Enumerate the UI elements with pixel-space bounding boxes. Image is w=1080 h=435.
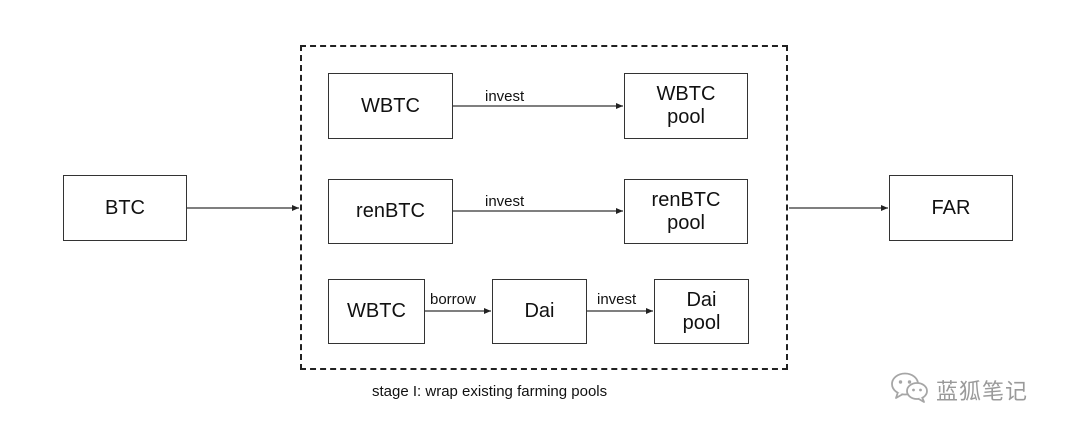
edge-label-borrow: borrow (430, 291, 476, 308)
wechat-icon (890, 370, 930, 409)
watermark: 蓝狐笔记 (890, 370, 1028, 409)
stage-group-container (300, 45, 788, 370)
node-btc: BTC (63, 175, 187, 241)
node-wbtc-pool: WBTC pool (624, 73, 748, 139)
stage-caption: stage I: wrap existing farming pools (372, 383, 608, 400)
node-far: FAR (889, 175, 1013, 241)
node-dai: Dai (492, 279, 587, 344)
edge-label-invest-dai: invest (597, 291, 637, 308)
node-dai-pool: Dai pool (654, 279, 749, 344)
node-renbtc-pool: renBTC pool (624, 179, 748, 244)
edge-label-invest-wbtc: invest (485, 88, 525, 105)
node-wbtc: WBTC (328, 73, 453, 139)
node-renbtc: renBTC (328, 179, 453, 244)
node-wbtc-borrow: WBTC (328, 279, 425, 344)
watermark-text: 蓝狐笔记 (936, 379, 1029, 405)
edge-label-invest-renbtc: invest (485, 193, 525, 210)
